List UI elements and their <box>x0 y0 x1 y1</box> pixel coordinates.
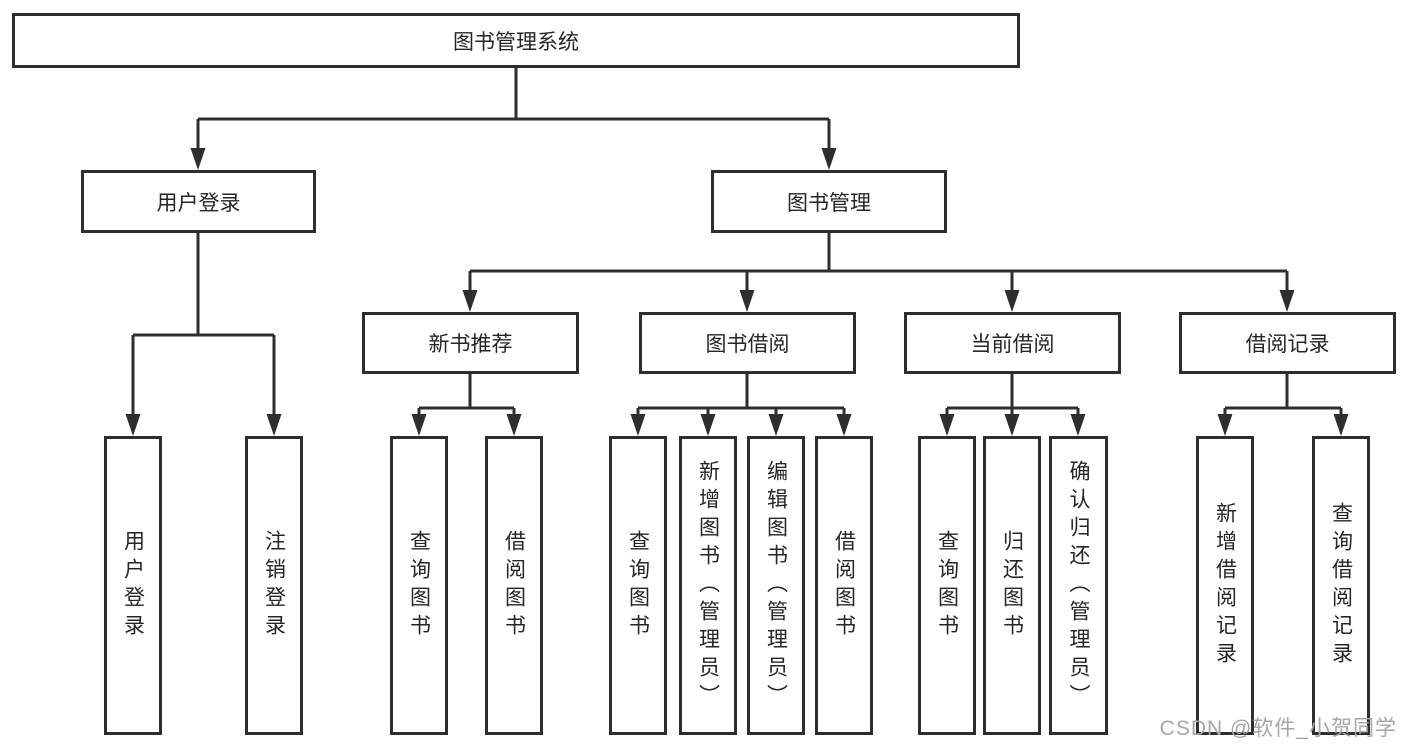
leaf-query-borrow-record: 查询借阅记录 <box>1312 436 1370 735</box>
leaf-edit-book-admin: 编辑图书（管理员） <box>747 436 805 735</box>
leaf-add-borrow-record: 新增借阅记录 <box>1196 436 1254 735</box>
leaf-borrow-books-borrowing: 借阅图书 <box>815 436 873 735</box>
leaf-add-book-admin: 新增图书（管理员） <box>679 436 737 735</box>
node-current-borrowing: 当前借阅 <box>904 312 1121 374</box>
leaf-return-book: 归还图书 <box>983 436 1041 735</box>
leaf-query-books-borrowing: 查询图书 <box>609 436 667 735</box>
leaf-query-books-current: 查询图书 <box>918 436 976 735</box>
leaf-user-login: 用户登录 <box>104 436 162 735</box>
leaf-query-books-recommend: 查询图书 <box>390 436 448 735</box>
leaf-logout: 注销登录 <box>245 436 303 735</box>
node-root-system: 图书管理系统 <box>12 13 1020 68</box>
node-user-login: 用户登录 <box>81 170 316 233</box>
node-book-borrowing: 图书借阅 <box>639 312 856 374</box>
node-borrowing-records: 借阅记录 <box>1179 312 1396 374</box>
leaf-confirm-return-admin: 确认归还（管理员） <box>1049 436 1108 735</box>
node-new-book-recommend: 新书推荐 <box>362 312 579 374</box>
csdn-watermark: CSDN @软件_小贺同学 <box>1159 717 1397 740</box>
node-book-management: 图书管理 <box>711 170 947 233</box>
leaf-borrow-books-recommend: 借阅图书 <box>485 436 543 735</box>
